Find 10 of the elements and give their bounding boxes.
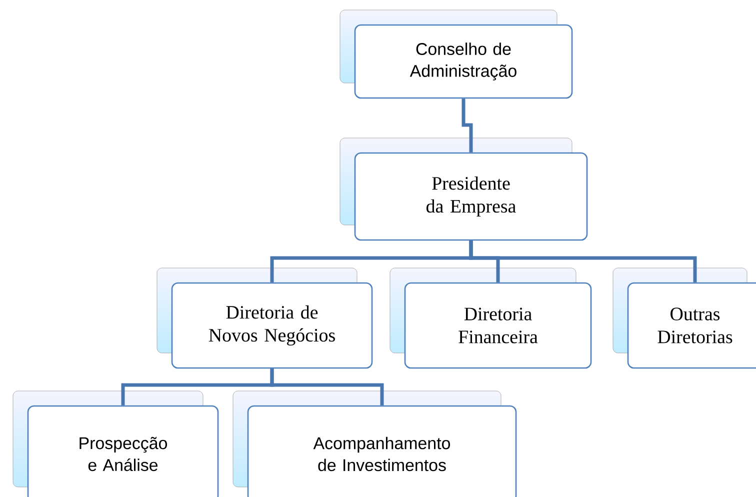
connector-line	[469, 240, 697, 282]
org-box: Presidente da Empresa	[340, 138, 588, 241]
org-box: Prospecção e Análise	[12, 390, 219, 497]
connector-line	[270, 368, 384, 406]
org-box: Diretoria Financeira	[390, 268, 592, 369]
org-box: Outras Diretorias	[612, 268, 756, 369]
org-box: Acompanhamento de Investimentos	[232, 390, 517, 497]
connector-line	[462, 98, 473, 152]
org-box: Conselho de Administração	[340, 10, 573, 99]
org-box: Diretoria de Novos Negócios	[156, 268, 373, 369]
